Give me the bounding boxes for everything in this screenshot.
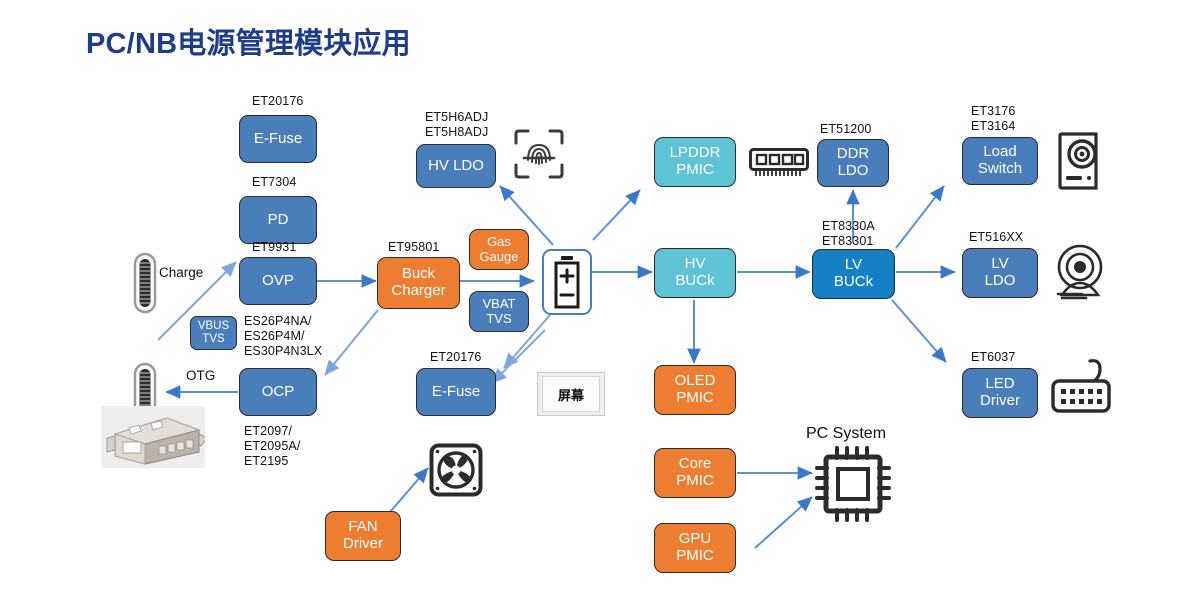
block-label-ovp: OVP bbox=[262, 271, 294, 289]
cooling-fan-icon bbox=[429, 443, 483, 497]
part-number-lv-buck: ET8330A ET83301 bbox=[822, 219, 875, 248]
part-number-hv-ldo: ET5H6ADJ ET5H8ADJ bbox=[425, 110, 489, 139]
part-number-led-driver: ET6037 bbox=[971, 350, 1016, 364]
block-load-switch[interactable]: Load Switch bbox=[962, 137, 1038, 185]
block-vbus-tvs[interactable]: VBUS TVS bbox=[190, 316, 237, 350]
block-fan-driver[interactable]: FAN Driver bbox=[325, 511, 401, 561]
part-number-load-switch: ET3176 ET3164 bbox=[971, 104, 1016, 133]
block-label-core-pmic: Core PMIC bbox=[676, 455, 714, 489]
block-hv-ldo[interactable]: HV LDO bbox=[416, 144, 496, 188]
block-core-pmic[interactable]: Core PMIC bbox=[654, 448, 736, 498]
block-label-ocp: OCP bbox=[261, 382, 295, 400]
block-efuse-input[interactable]: E-Fuse bbox=[239, 115, 317, 163]
block-label-led-driver: LED Driver bbox=[980, 375, 1020, 409]
block-label-buck-charger: Buck Charger bbox=[391, 265, 446, 299]
block-label-gas-gauge: Gas Gauge bbox=[479, 233, 519, 264]
block-hv-buck[interactable]: HV BUCk bbox=[654, 248, 736, 298]
cpu-chip-icon bbox=[815, 446, 891, 522]
part-number-pd: ET7304 bbox=[252, 175, 297, 189]
block-oled-pmic[interactable]: OLED PMIC bbox=[654, 365, 736, 415]
usb-c-connector-charge-icon bbox=[133, 252, 157, 314]
block-label-load-switch: Load Switch bbox=[977, 143, 1023, 177]
keyboard-icon bbox=[1051, 359, 1111, 413]
block-pd[interactable]: PD bbox=[239, 196, 317, 244]
block-label-ddr-ldo: DDR LDO bbox=[836, 145, 870, 179]
block-label-lv-ldo: LV LDO bbox=[984, 255, 1016, 289]
block-label-efuse-input: E-Fuse bbox=[253, 129, 303, 147]
ram-module-icon bbox=[749, 148, 809, 176]
block-vbat-tvs[interactable]: VBAT TVS bbox=[469, 291, 529, 332]
block-label-efuse-output: E-Fuse bbox=[431, 382, 481, 400]
fingerprint-scanner-icon bbox=[514, 129, 564, 179]
block-ddr-ldo[interactable]: DDR LDO bbox=[817, 139, 889, 187]
webcam-icon bbox=[1056, 244, 1103, 300]
block-lv-ldo[interactable]: LV LDO bbox=[962, 248, 1038, 298]
block-gas-gauge[interactable]: Gas Gauge bbox=[469, 229, 529, 270]
display-screen-label: 屏幕 bbox=[542, 376, 600, 412]
block-label-hv-ldo: HV LDO bbox=[428, 156, 484, 174]
block-label-oled-pmic: OLED PMIC bbox=[674, 372, 716, 406]
part-number-ovp: ET9931 bbox=[252, 240, 297, 254]
part-number-buck-charger: ET95801 bbox=[388, 240, 440, 254]
block-efuse-output[interactable]: E-Fuse bbox=[416, 368, 496, 416]
block-label-gpu-pmic: GPU PMIC bbox=[676, 530, 714, 564]
label-otg: OTG bbox=[186, 368, 216, 383]
block-led-driver[interactable]: LED Driver bbox=[962, 368, 1038, 418]
block-label-pd: PD bbox=[267, 210, 289, 228]
label-pc-system: PC System bbox=[806, 425, 887, 442]
part-number-efuse-in: ET20176 bbox=[252, 94, 304, 108]
page-title: PC/NB电源管理模块应用 bbox=[86, 28, 411, 60]
part-number-efuse-out: ET20176 bbox=[430, 350, 482, 364]
block-ocp[interactable]: OCP bbox=[239, 368, 317, 416]
block-label-lv-buck: LV BUCk bbox=[833, 256, 874, 290]
block-lv-buck[interactable]: LV BUCk bbox=[812, 249, 895, 299]
block-gpu-pmic[interactable]: GPU PMIC bbox=[654, 523, 736, 573]
part-number-ocp-bottom: ET2097/ ET2095A/ ET2195 bbox=[244, 424, 301, 468]
block-label-fan-driver: FAN Driver bbox=[343, 518, 383, 552]
block-ovp[interactable]: OVP bbox=[239, 257, 317, 305]
display-screen-icon: 屏幕 bbox=[537, 372, 605, 416]
part-number-lv-ldo: ET516XX bbox=[969, 230, 1024, 244]
usb-a-port-photo bbox=[101, 406, 205, 468]
block-label-vbus-tvs: VBUS TVS bbox=[197, 320, 230, 345]
part-number-ocp-top: ES26P4NA/ ES26P4M/ ES30P4N3LX bbox=[244, 314, 323, 358]
camera-module-icon bbox=[1058, 132, 1098, 190]
block-label-lpddr-pmic: LPDDR PMIC bbox=[669, 144, 721, 178]
part-number-ddr-ldo: ET51200 bbox=[820, 122, 872, 136]
block-label-hv-buck: HV BUCk bbox=[675, 255, 715, 289]
label-charge: Charge bbox=[159, 265, 204, 280]
block-label-vbat-tvs: VBAT TVS bbox=[482, 295, 516, 326]
block-buck-charger[interactable]: Buck Charger bbox=[377, 257, 460, 309]
battery-icon bbox=[542, 249, 592, 315]
block-lpddr-pmic[interactable]: LPDDR PMIC bbox=[654, 137, 736, 187]
